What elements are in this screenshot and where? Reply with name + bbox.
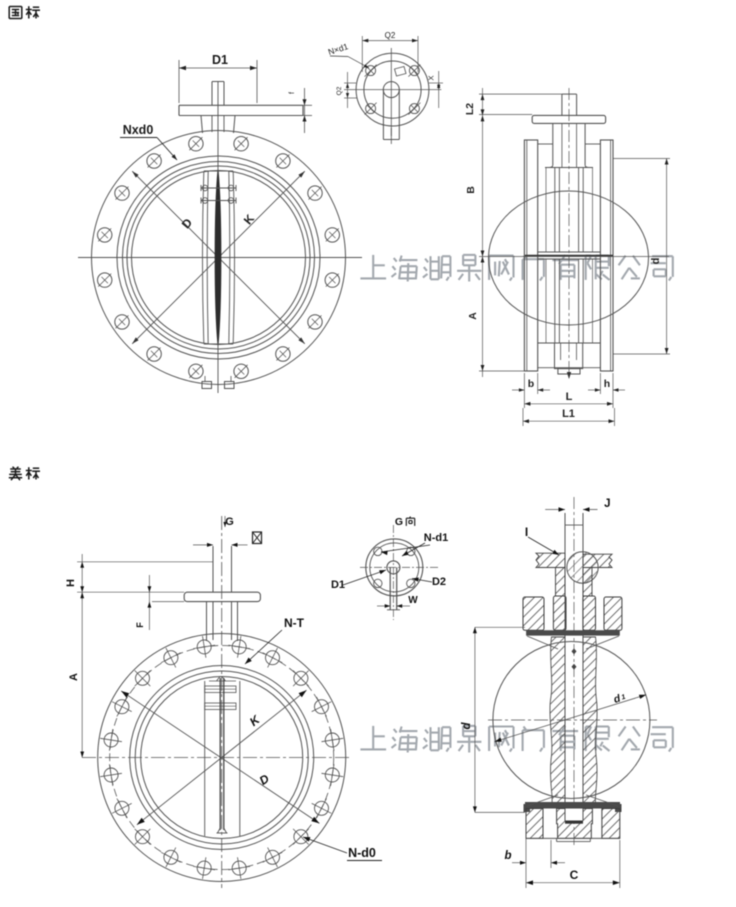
- svg-text:I: I: [525, 525, 528, 539]
- svg-text:H: H: [65, 579, 77, 587]
- svg-text:N-T: N-T: [284, 616, 305, 630]
- svg-text:G: G: [225, 516, 234, 528]
- svg-text:D1: D1: [331, 579, 345, 591]
- svg-text:F: F: [135, 622, 145, 628]
- svg-text:N-d1: N-d1: [424, 532, 448, 544]
- svg-text:d: d: [612, 692, 622, 706]
- svg-text:C: C: [570, 868, 579, 882]
- svg-text:b: b: [504, 850, 511, 862]
- svg-text:L2: L2: [464, 103, 476, 115]
- svg-text:G: G: [395, 516, 403, 528]
- svg-text:h: h: [604, 378, 610, 390]
- svg-text:B: B: [465, 186, 477, 194]
- svg-text:Nxd0: Nxd0: [123, 123, 154, 137]
- svg-text:d: d: [461, 722, 473, 730]
- svg-text:L1: L1: [562, 408, 575, 420]
- svg-text:A: A: [467, 312, 479, 320]
- svg-text:N-d0: N-d0: [348, 846, 376, 860]
- svg-text:X: X: [427, 75, 436, 80]
- svg-text:D1: D1: [212, 53, 228, 67]
- svg-text:b: b: [528, 378, 534, 390]
- svg-text:L: L: [566, 391, 573, 403]
- svg-text:1: 1: [621, 694, 627, 702]
- svg-text:d: d: [650, 258, 662, 265]
- svg-text:W: W: [408, 595, 418, 606]
- svg-text:Q2: Q2: [385, 31, 396, 40]
- svg-text:D2: D2: [432, 576, 446, 588]
- svg-text:f: f: [289, 92, 296, 94]
- svg-text:Q2: Q2: [336, 86, 343, 95]
- svg-text:A: A: [68, 673, 80, 681]
- svg-text:J: J: [604, 498, 610, 510]
